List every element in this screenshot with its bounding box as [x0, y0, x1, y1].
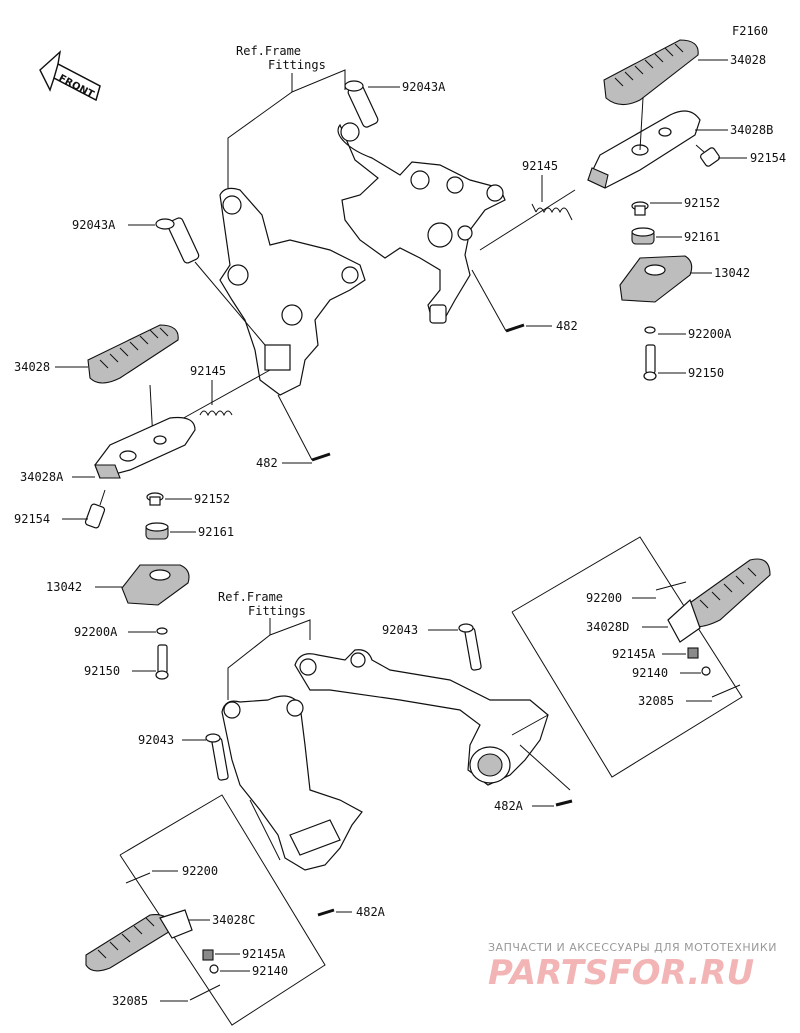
label-92200a-top: 92200A — [688, 327, 732, 341]
label-92043-left: 92043 — [138, 733, 174, 747]
label-92043-right: 92043 — [382, 623, 418, 637]
label-92145a-right: 92145A — [612, 647, 656, 661]
label-92145a-left: 92145A — [242, 947, 286, 961]
ball-92140-right — [701, 666, 711, 676]
pin-482-top — [505, 323, 525, 333]
label-92150-top: 92150 — [688, 366, 724, 380]
right-rear-bracket — [337, 122, 506, 324]
label-92154-top: 92154 — [750, 151, 786, 165]
label-34028a: 34028A — [20, 470, 64, 484]
washer-92200a-top — [644, 326, 656, 334]
label-34028c: 34028C — [212, 913, 255, 927]
spring-92145-top — [531, 203, 573, 221]
ref-frame-label-top: Ref.Frame Fittings — [236, 44, 326, 72]
pin-482-left — [311, 452, 331, 462]
footpeg-34028d — [667, 558, 771, 643]
label-92154-left: 92154 — [14, 512, 50, 526]
label-34028-left: 34028 — [14, 360, 50, 374]
watermark: ЗАПЧАСТИ И АКСЕССУАРЫ ДЛЯ МОТОТЕХНИКИ PA… — [488, 941, 777, 993]
footpeg-34028b — [587, 110, 701, 189]
svg-text:Ref.Frame: Ref.Frame — [218, 590, 283, 604]
pin-482a-left — [317, 908, 335, 917]
front-arrow-icon: FRONT — [39, 50, 101, 102]
damper-92161-top — [631, 227, 655, 245]
label-92152-top: 92152 — [684, 196, 720, 210]
label-92140-right: 92140 — [632, 666, 668, 680]
bolt-92150-left — [155, 644, 169, 680]
plate-13042-left — [121, 564, 190, 606]
label-92161-top: 92161 — [684, 230, 720, 244]
label-92200-left: 92200 — [182, 864, 218, 878]
footpeg-rubber-34028-right — [603, 39, 699, 106]
label-92200-right: 92200 — [586, 591, 622, 605]
label-32085-right: 32085 — [638, 694, 674, 708]
label-92043a-left: 92043A — [72, 218, 116, 232]
label-32085-left: 32085 — [112, 994, 148, 1008]
bolt-92043a-left — [155, 217, 200, 264]
label-92145-top: 92145 — [522, 159, 558, 173]
footpeg-rubber-34028-left — [87, 324, 179, 384]
spring-92145a-left — [202, 949, 214, 961]
svg-text:Ref.Frame: Ref.Frame — [236, 44, 301, 58]
label-92145-left: 92145 — [190, 364, 226, 378]
bolt-92154-left — [84, 489, 106, 529]
label-482-left: 482 — [256, 456, 278, 470]
label-92152-left: 92152 — [194, 492, 230, 506]
svg-text:Fittings: Fittings — [268, 58, 326, 72]
footpeg-34028c — [85, 909, 193, 972]
label-482a-left: 482A — [356, 905, 386, 919]
bolt-92154-top — [695, 144, 720, 167]
figure-code: F2160 — [732, 24, 768, 38]
spring-92145-left — [199, 410, 233, 417]
bolt-92152-top — [631, 201, 649, 216]
bolt-92043-right — [458, 623, 482, 671]
bolt-92043a-top — [344, 80, 379, 128]
label-92043a-top: 92043A — [402, 80, 446, 94]
footpeg-34028a — [94, 416, 196, 479]
bolt-92152-left — [146, 492, 164, 506]
label-482-top: 482 — [556, 319, 578, 333]
plate-13042-top — [619, 255, 693, 303]
label-13042-top: 13042 — [714, 266, 750, 280]
svg-text:Fittings: Fittings — [248, 604, 306, 618]
watermark-tagline: ЗАПЧАСТИ И АКСЕССУАРЫ ДЛЯ МОТОТЕХНИКИ — [488, 941, 777, 954]
label-34028b: 34028B — [730, 123, 773, 137]
bolt-92150-top — [643, 344, 657, 381]
label-92150-left: 92150 — [84, 664, 120, 678]
washer-92200a-left — [156, 627, 168, 635]
label-92161-left: 92161 — [198, 525, 234, 539]
damper-92161-left — [145, 522, 169, 540]
label-92140-left: 92140 — [252, 964, 288, 978]
label-482a-right: 482A — [494, 799, 524, 813]
ball-92140-left — [209, 964, 219, 974]
label-34028d: 34028D — [586, 620, 629, 634]
left-rear-bracket — [219, 187, 366, 396]
right-front-bracket — [294, 649, 549, 786]
spring-92145a-right — [687, 647, 699, 659]
watermark-logo: PARTSFOR.RU — [488, 953, 754, 993]
label-34028-right: 34028 — [730, 53, 766, 67]
bolt-92043-left — [205, 733, 229, 781]
pin-482a-right — [555, 799, 573, 807]
label-13042-left: 13042 — [46, 580, 82, 594]
label-92200a-left: 92200A — [74, 625, 118, 639]
left-front-bracket — [221, 695, 363, 871]
ref-frame-label-bottom: Ref.Frame Fittings — [218, 590, 306, 618]
